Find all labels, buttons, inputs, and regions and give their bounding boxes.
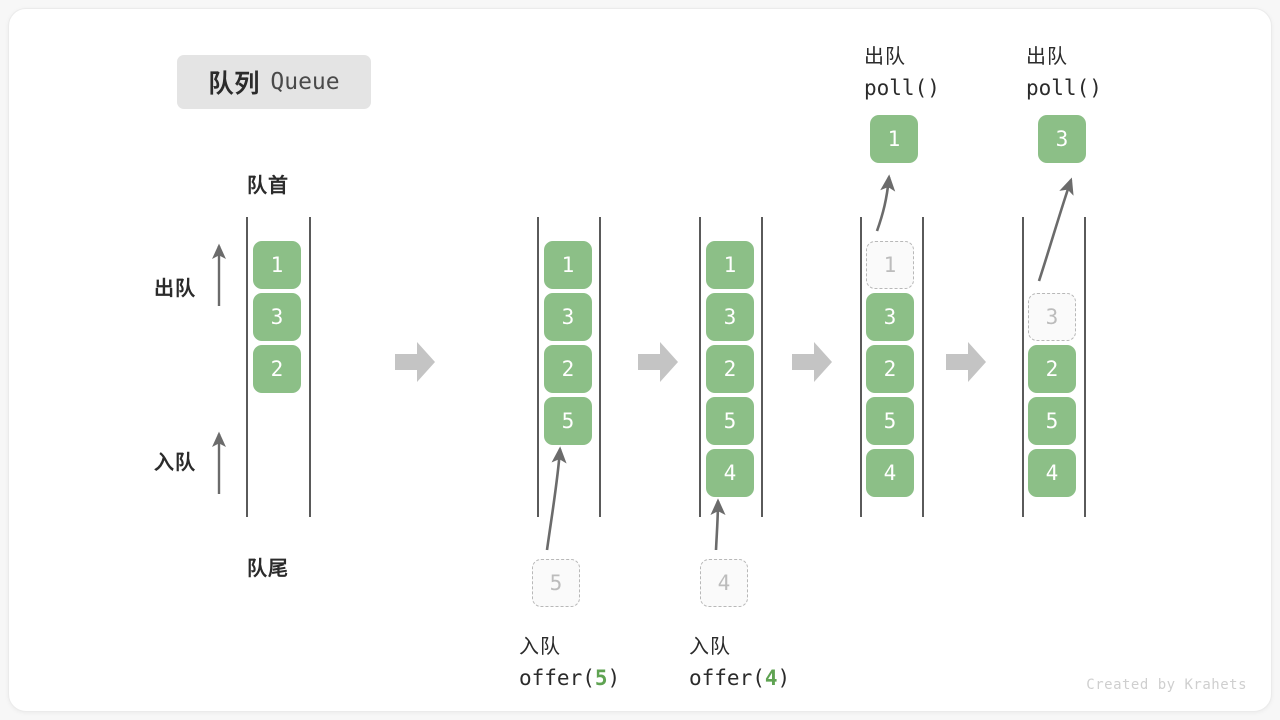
queue-item: 2 [866, 345, 914, 393]
queue-tail-label: 队尾 [247, 558, 289, 580]
step-arrow-3 [792, 342, 832, 382]
offer-5-arrow [545, 446, 567, 551]
ghost-item-offer-5: 5 [532, 559, 580, 607]
rail-left [860, 217, 862, 517]
offer-5-label-cn: 入队 [519, 636, 561, 658]
rail-right [1084, 217, 1086, 517]
ghost-item-offer-4: 4 [700, 559, 748, 607]
diagram-card: 队列 Queue 队首 队尾 出队 入队 1 3 2 1 3 2 5 5 入队 … [8, 8, 1272, 712]
queue-item: 4 [706, 449, 754, 497]
queue-item: 5 [706, 397, 754, 445]
queue-item: 3 [544, 293, 592, 341]
offer-4-code-num: 4 [764, 666, 778, 690]
offer-5-code-suffix: ) [607, 666, 621, 690]
queue-item: 1 [706, 241, 754, 289]
queue-item: 3 [253, 293, 301, 341]
offer-5-code-prefix: offer( [519, 666, 595, 690]
rail-left [537, 217, 539, 517]
poll-1-arrow [875, 174, 896, 232]
rail-right [309, 217, 311, 517]
queue-item-ghost: 3 [1028, 293, 1076, 341]
rail-right [599, 217, 601, 517]
poll-3-arrow [1037, 177, 1074, 282]
rail-left [699, 217, 701, 517]
offer-5-label-code: offer(5) [519, 666, 620, 690]
offer-4-code-suffix: ) [777, 666, 791, 690]
queue-head-label: 队首 [247, 175, 289, 197]
step-arrow-1 [395, 342, 435, 382]
rail-left [1022, 217, 1024, 517]
queue-item: 2 [706, 345, 754, 393]
arrows-overlay [212, 174, 1074, 551]
diagram-title-badge: 队列 Queue [177, 55, 371, 109]
step-arrow-2 [638, 342, 678, 382]
poll-1-label-code: poll() [864, 76, 940, 100]
title-english: Queue [270, 69, 340, 95]
credit-watermark: Created by Krahets [1086, 677, 1247, 693]
poll-3-label-cn: 出队 [1026, 46, 1068, 68]
title-chinese: 队列 [208, 70, 261, 98]
queue-item: 5 [544, 397, 592, 445]
poll-3-label-code: poll() [1026, 76, 1102, 100]
popped-item-3: 3 [1038, 115, 1086, 163]
queue-item: 2 [253, 345, 301, 393]
queue-item: 2 [1028, 345, 1076, 393]
poll-1-label-cn: 出队 [864, 46, 906, 68]
popped-item-1: 1 [870, 115, 918, 163]
offer-4-label-cn: 入队 [689, 636, 731, 658]
step-arrow-4 [946, 342, 986, 382]
queue-item: 4 [1028, 449, 1076, 497]
queue-item: 4 [866, 449, 914, 497]
rail-left [246, 217, 248, 517]
queue-item: 1 [544, 241, 592, 289]
offer-4-label-code: offer(4) [689, 666, 790, 690]
rail-right [761, 217, 763, 517]
dequeue-direction-label: 出队 [154, 278, 196, 300]
offer-4-arrow [710, 498, 726, 551]
rail-right [922, 217, 924, 517]
queue-item: 5 [1028, 397, 1076, 445]
queue-item-ghost: 1 [866, 241, 914, 289]
queue-item: 5 [866, 397, 914, 445]
queue-item: 1 [253, 241, 301, 289]
offer-5-code-num: 5 [594, 666, 608, 690]
queue-item: 2 [544, 345, 592, 393]
offer-4-code-prefix: offer( [689, 666, 765, 690]
queue-item: 3 [706, 293, 754, 341]
queue-item: 3 [866, 293, 914, 341]
enqueue-direction-label: 入队 [154, 452, 196, 474]
